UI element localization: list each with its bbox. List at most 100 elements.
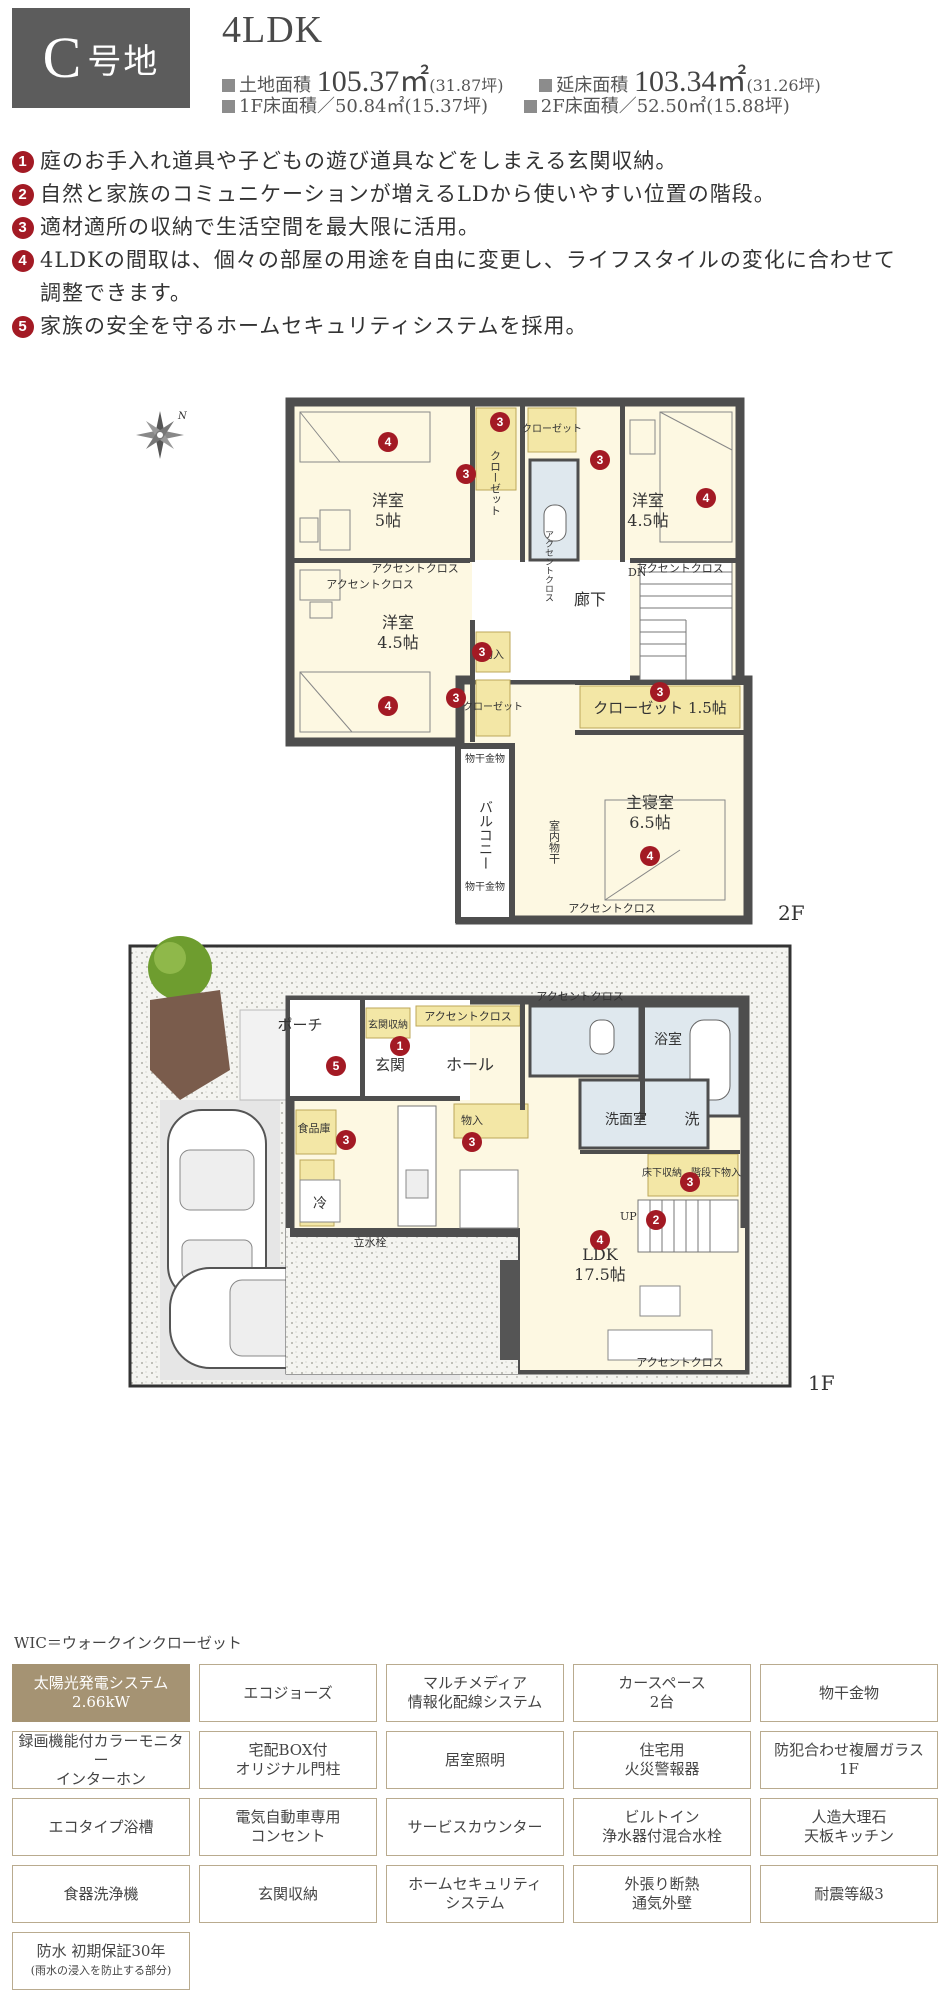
feature-number-badge: 5	[12, 316, 34, 338]
equipment-sublabel: (雨水の浸入を防止する部分)	[30, 1964, 172, 1977]
feature-number-badge: 3	[12, 217, 34, 239]
f2-furniture	[299, 411, 733, 901]
svg-text:1: 1	[397, 1039, 404, 1053]
accent-label: アクセントクロス	[636, 1356, 723, 1369]
room-label: 洋室	[632, 491, 664, 510]
svg-text:4: 4	[597, 1233, 604, 1247]
equipment-tile: ホームセキュリティ システム	[386, 1865, 564, 1923]
floor-plan: N	[128, 397, 835, 1395]
closet-label: クローゼット	[522, 423, 582, 435]
accent-label: アクセントクロス	[371, 562, 458, 575]
equipment-label: 電気自動車専用 コンセント	[235, 1808, 341, 1845]
tree-icon	[154, 942, 186, 974]
land-area-value: 105.37㎡	[316, 65, 430, 98]
room-label: 洋室	[372, 491, 404, 510]
feature-number-badge: 2	[12, 184, 34, 206]
genkan-storage	[365, 1007, 411, 1039]
accent-label: アクセントクロス	[326, 578, 413, 591]
floor-area: 延床面積 103.34㎡(31.26坪)	[539, 56, 821, 100]
equipment-label: 居室照明	[444, 1750, 505, 1769]
equipment-label: サービスカウンター	[407, 1817, 543, 1836]
f2-area: 2F床面積／52.50㎡(15.88坪)	[523, 92, 790, 118]
lot-badge: C 号地	[12, 8, 190, 108]
hall-label: ホール	[446, 1055, 494, 1074]
washer-label: 洗	[684, 1110, 699, 1128]
f1-interior-walls	[290, 1000, 740, 1154]
pantry-label: 食品庫	[298, 1121, 331, 1135]
indoor-dry-label: 室内物干	[548, 819, 561, 865]
f1-area: 1F床面積／50.84㎡(15.37坪)	[222, 92, 488, 118]
compass-icon: N	[136, 411, 188, 459]
dry-hardware-label: 物干金物	[465, 752, 505, 765]
fridge-space	[299, 1179, 341, 1223]
svg-text:2: 2	[653, 1213, 660, 1227]
compass-label: N	[177, 411, 188, 422]
lot-letter: C	[42, 25, 82, 90]
pantry	[295, 1109, 337, 1155]
equipment-label: ビルトイン 浄水器付混合水栓	[601, 1808, 722, 1845]
equipment-tile: 物干金物	[760, 1664, 938, 1722]
svg-text:5: 5	[333, 1059, 340, 1073]
equipment-tile: 録画機能付カラーモニター インターホン	[12, 1731, 190, 1789]
floor-label: 1F	[808, 1371, 835, 1395]
floor-label: 2F	[778, 901, 805, 925]
stone-path	[150, 990, 230, 1100]
dry-hardware-label: 物干金物	[465, 880, 505, 893]
wic-label: クローゼット 1.5帖	[593, 699, 727, 717]
svg-text:3: 3	[463, 467, 470, 481]
monoire-label: 物入	[461, 1113, 483, 1127]
svg-text:3: 3	[469, 1135, 476, 1149]
equipment-tile: 耐震等級3	[760, 1865, 938, 1923]
ldk-size: 17.5帖	[574, 1265, 626, 1284]
bath-label: 浴室	[654, 1031, 682, 1048]
area-row-main: 土地面積 105.37㎡(31.87坪) 延床面積 103.34㎡(31.26坪…	[222, 56, 851, 100]
dn-label: DN	[628, 566, 647, 579]
balcony-label: バルコニー	[477, 800, 493, 870]
equipment-label: 人造大理石 天板キッチン	[803, 1808, 894, 1845]
room-label: 主寝室	[626, 793, 674, 812]
underfloor-label: 床下収納	[642, 1166, 682, 1179]
toilet-icon	[589, 1019, 615, 1055]
room-size: 4.5帖	[377, 633, 418, 652]
svg-text:3: 3	[497, 415, 504, 429]
kitchen-counter	[397, 1105, 437, 1227]
genkan-storage-label: 玄関収納	[368, 1018, 408, 1031]
wic-note: WIC＝ウォークインクローゼット	[14, 1634, 242, 1652]
square-bullet-icon	[222, 79, 235, 92]
toilet-icon	[543, 504, 567, 542]
up-label: UP	[620, 1210, 637, 1223]
closet-label: クローゼット	[489, 450, 502, 516]
equipment-label: 宅配BOX付 オリジナル門柱	[235, 1741, 341, 1778]
genkan-label: 玄関	[375, 1056, 405, 1074]
svg-text:4: 4	[647, 849, 654, 863]
hallway-label: 廊下	[574, 590, 606, 609]
svg-text:3: 3	[479, 645, 486, 659]
layout-type: 4LDK	[222, 9, 324, 51]
svg-text:4: 4	[385, 699, 392, 713]
f1-toilet	[528, 1004, 642, 1078]
equipment-label: 防犯合わせ複層ガラス 1F	[774, 1741, 924, 1778]
square-bullet-icon	[539, 79, 553, 92]
equipment-label: 防水 初期保証30年	[36, 1942, 166, 1960]
room-size: 4.5帖	[627, 511, 668, 530]
equipment-tile: 防犯合わせ複層ガラス 1F	[760, 1731, 938, 1789]
equipment-tile: 食器洗浄機	[12, 1865, 190, 1923]
square-bullet-icon	[523, 100, 537, 113]
ldk-label: LDK	[582, 1245, 618, 1264]
equipment-tile: 玄関収納	[199, 1865, 377, 1923]
equipment-tile: 防水 初期保証30年 (雨水の浸入を防止する部分)	[12, 1932, 190, 1990]
svg-text:3: 3	[657, 685, 664, 699]
accent-label: アクセントクロス	[568, 902, 655, 915]
equipment-label: 物干金物	[818, 1683, 879, 1702]
floor-area-value: 103.34㎡	[634, 65, 747, 98]
equipment-tile: 人造大理石 天板キッチン	[760, 1798, 938, 1856]
svg-text:3: 3	[343, 1133, 350, 1147]
equipment-tile: 太陽光発電システム 2.66kW	[12, 1664, 190, 1722]
water-post-label: 立水栓	[354, 1235, 387, 1249]
sofa-icon	[607, 1329, 713, 1361]
